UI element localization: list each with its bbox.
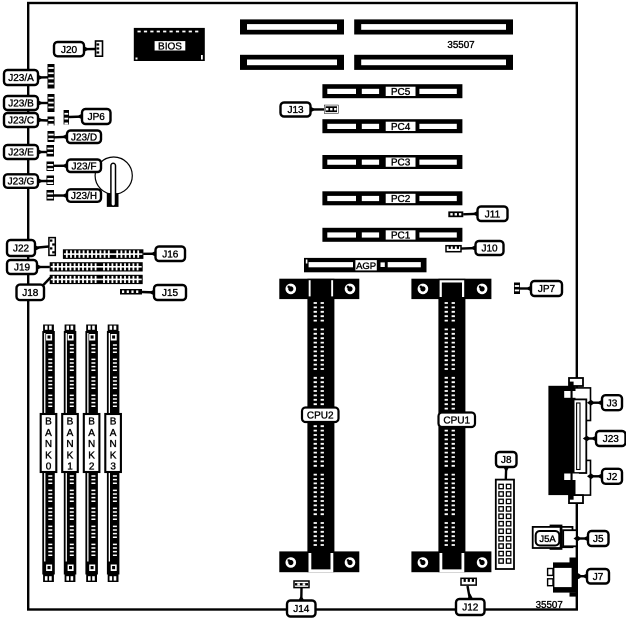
svg-text:J10: J10 [481,244,498,255]
svg-text:J23/F: J23/F [71,161,96,172]
svg-text:JP6: JP6 [88,112,106,123]
svg-text:J23: J23 [603,434,620,445]
svg-text:J23/B: J23/B [8,99,34,110]
svg-text:N: N [88,439,95,450]
svg-text:1: 1 [67,462,73,473]
svg-text:J18: J18 [22,288,39,299]
svg-text:B: B [45,417,52,428]
svg-text:B: B [88,417,95,428]
svg-text:J3: J3 [607,398,618,409]
svg-text:K: K [110,450,117,461]
svg-text:JP7: JP7 [538,284,556,295]
svg-text:35507: 35507 [447,40,474,51]
svg-text:PC2: PC2 [391,194,411,205]
svg-text:J11: J11 [485,209,501,220]
svg-text:J5: J5 [593,534,604,545]
svg-text:PC1: PC1 [391,231,411,242]
svg-text:J20: J20 [61,45,78,56]
svg-text:2: 2 [89,462,95,473]
svg-text:B: B [110,417,117,428]
svg-text:J2: J2 [607,472,618,483]
svg-text:J23/A: J23/A [8,73,34,84]
svg-text:J13: J13 [287,105,304,116]
svg-text:B: B [67,417,74,428]
svg-text:AGP: AGP [356,261,376,272]
svg-text:A: A [88,428,95,439]
svg-text:K: K [67,450,74,461]
svg-text:J23/E: J23/E [8,148,34,159]
svg-text:J15: J15 [162,288,179,299]
svg-text:0: 0 [46,462,52,473]
svg-text:A: A [110,428,117,439]
svg-text:J12: J12 [462,603,479,614]
svg-text:A: A [45,428,52,439]
svg-text:J22: J22 [13,244,30,255]
svg-text:J23/G: J23/G [8,177,35,188]
svg-text:J23/C: J23/C [8,116,34,127]
svg-text:A: A [67,428,74,439]
svg-text:J7: J7 [593,572,604,583]
svg-text:J14: J14 [293,604,310,615]
svg-text:J23/D: J23/D [71,132,97,143]
svg-text:CPU1: CPU1 [443,416,470,427]
svg-text:N: N [66,439,73,450]
svg-text:3: 3 [110,462,116,473]
svg-text:PC5: PC5 [391,87,411,98]
svg-text:J23/H: J23/H [71,191,97,202]
svg-text:PC3: PC3 [391,158,411,169]
svg-text:K: K [88,450,95,461]
svg-text:N: N [109,439,116,450]
svg-text:J19: J19 [14,263,31,274]
svg-text:J5A: J5A [539,534,556,545]
svg-text:CPU2: CPU2 [307,411,334,422]
svg-text:J8: J8 [501,455,512,466]
svg-text:N: N [45,439,52,450]
svg-text:BIOS: BIOS [158,41,182,52]
svg-text:J16: J16 [162,249,179,260]
svg-text:K: K [45,450,52,461]
svg-text:35507: 35507 [536,600,563,611]
svg-text:PC4: PC4 [391,122,411,133]
